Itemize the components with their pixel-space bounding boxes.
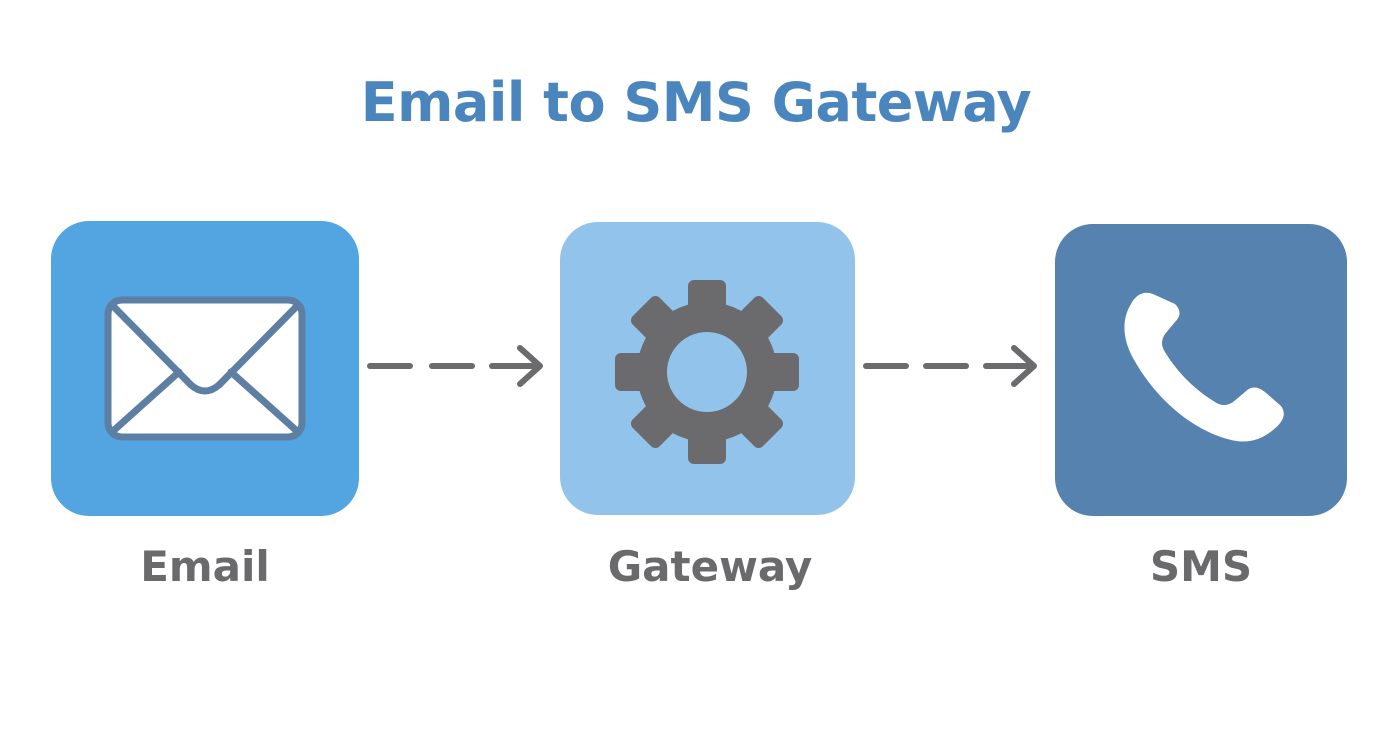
gear-icon [615, 280, 799, 464]
phone-icon [1124, 292, 1284, 442]
arrow-email-to-gateway [367, 345, 543, 387]
sms-label: SMS [1149, 542, 1253, 591]
envelope-icon [104, 296, 306, 441]
email-label: Email [140, 542, 270, 591]
gateway-node [560, 222, 855, 515]
email-node [51, 221, 359, 516]
diagram-title: Email to SMS Gateway [360, 71, 1032, 134]
sms-node [1055, 224, 1347, 516]
gateway-label: Gateway [607, 542, 813, 591]
arrow-gateway-to-sms [863, 345, 1037, 387]
